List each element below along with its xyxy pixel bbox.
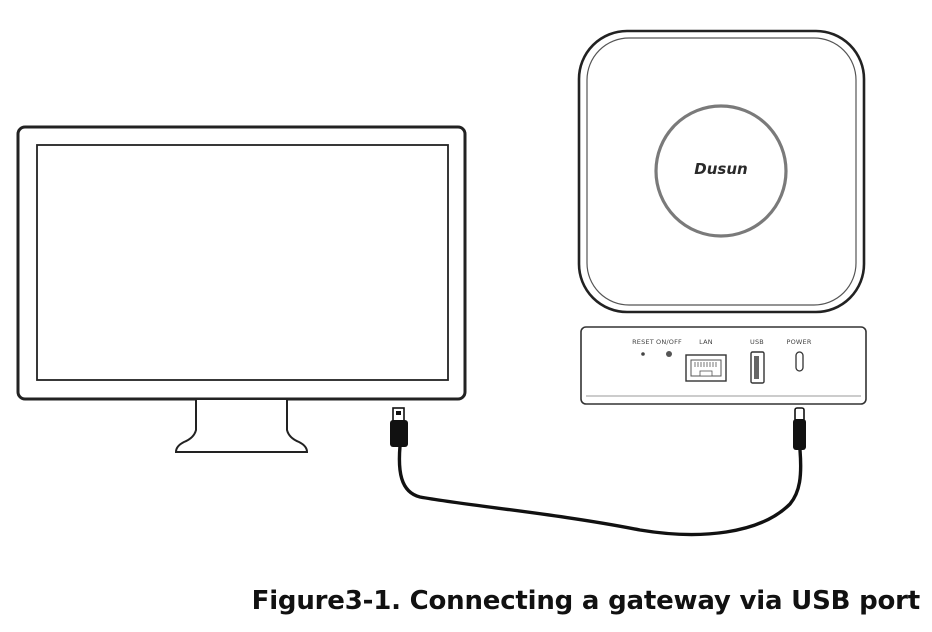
- gateway-led-ring: [654, 104, 788, 238]
- usb-c-connector: [793, 407, 806, 450]
- gateway-brand-logo: Dusun: [694, 160, 747, 178]
- usb-cable-cord: [397, 444, 803, 537]
- onoff-button: [666, 351, 672, 357]
- usb-cable: [390, 407, 806, 537]
- lan-port: [685, 354, 727, 382]
- usb-a-connector: [390, 407, 408, 447]
- power-port-label: POWER: [786, 338, 811, 346]
- monitor-stand: [174, 400, 309, 453]
- reset-pinhole: [641, 352, 645, 356]
- monitor: [16, 125, 467, 453]
- monitor-screen: [36, 144, 449, 381]
- power-port: [795, 351, 804, 372]
- usb-port: [750, 351, 765, 384]
- lan-port-label: LAN: [699, 338, 713, 346]
- gateway-top-view: Dusun: [577, 29, 866, 314]
- usb-port-label: USB: [750, 338, 764, 346]
- reset-port-label: RESET: [632, 338, 654, 346]
- onoff-port-label: ON/OFF: [656, 338, 682, 346]
- gateway-port-panel: RESET ON/OFF LAN USB POWER: [580, 326, 867, 405]
- figure-caption: Figure3-1. Connecting a gateway via USB …: [251, 586, 921, 616]
